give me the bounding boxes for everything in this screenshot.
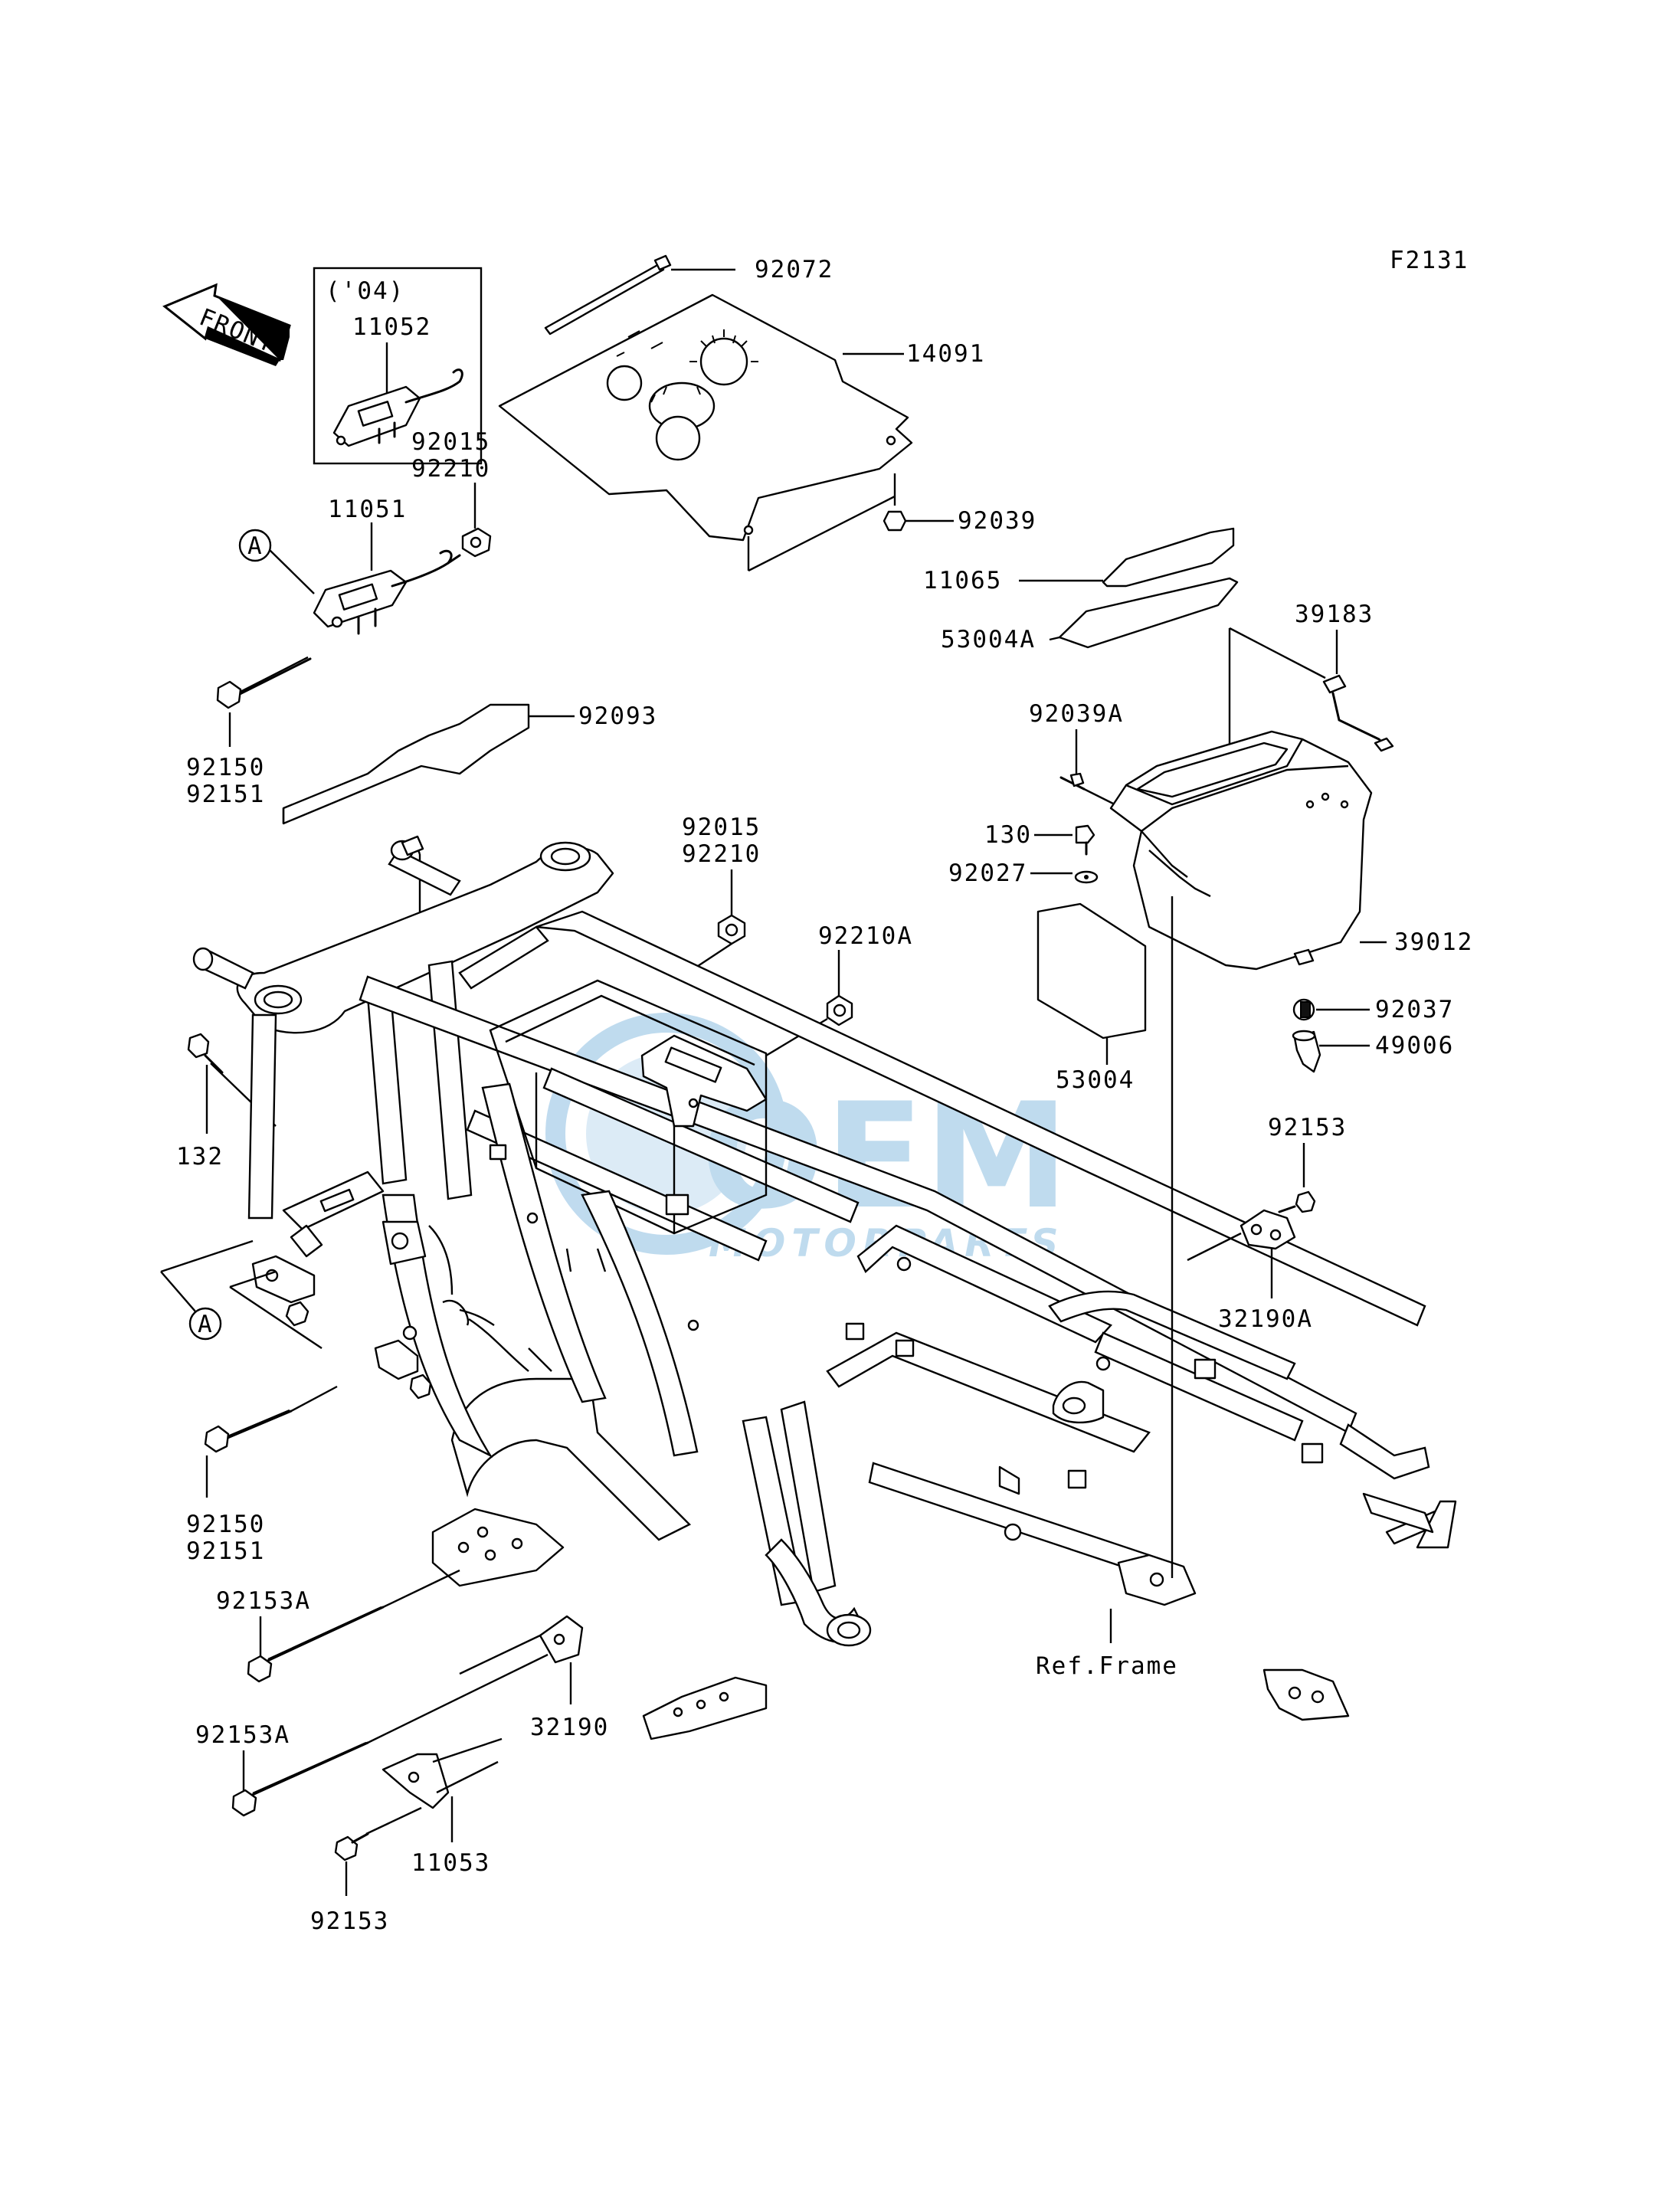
- ref-frame-pointer: Ref.Frame: [1036, 896, 1178, 1680]
- cap-49006: 49006: [1292, 1030, 1454, 1073]
- inset-year: ('04): [326, 277, 404, 305]
- bracket-32190: 32190: [459, 1615, 609, 1741]
- label-49006: 49006: [1375, 1032, 1454, 1059]
- bolt-92153-upper: 92153: [1268, 1114, 1347, 1213]
- bolt-92153-lower: 92153: [310, 1806, 422, 1935]
- label-92151-b: 92151: [186, 1537, 265, 1565]
- bolt-92039: 92039: [747, 473, 1036, 572]
- label-92037: 92037: [1375, 996, 1454, 1023]
- label-130: 130: [984, 821, 1032, 849]
- label-92093: 92093: [578, 702, 657, 730]
- cover-plate-14091: 14091: [498, 293, 985, 542]
- washer-92027: 92027: [948, 859, 1099, 887]
- label-39012: 39012: [1394, 928, 1473, 956]
- label-92072: 92072: [755, 256, 833, 283]
- label-92210-a: 92210: [411, 455, 490, 483]
- bracket-11053: 11053: [382, 1737, 503, 1877]
- toolbox-39012: 39012: [1109, 730, 1473, 971]
- clip-39183: 39183: [1228, 601, 1394, 858]
- label-92150-b: 92150: [186, 1511, 265, 1538]
- label-32190: 32190: [530, 1714, 609, 1741]
- label-92039: 92039: [958, 507, 1036, 535]
- cable-tie-92072: 92072: [544, 254, 833, 336]
- nut-92015-top: 92015 92210: [411, 428, 492, 558]
- seal-53004A: 53004A: [941, 577, 1239, 653]
- figure-id: F2131: [1390, 247, 1469, 274]
- label-92210-b: 92210: [682, 840, 761, 868]
- bracket-11052-part: [332, 368, 463, 447]
- inset-2004: ('04) 11052: [313, 267, 483, 465]
- callout-a-lower: A: [160, 1239, 323, 1349]
- label-14091: 14091: [906, 340, 985, 368]
- bolt-130: 130: [984, 821, 1095, 856]
- bracket-11051: 11051 A: [238, 496, 461, 635]
- clamp-92037: 92037: [1292, 996, 1454, 1023]
- pad-92093: 92093: [282, 702, 657, 942]
- nut-92210A: 92210A: [765, 922, 913, 1057]
- label-11053: 11053: [411, 1849, 490, 1877]
- label-132: 132: [176, 1143, 224, 1171]
- label-plate-53004: 53004: [1036, 902, 1147, 1094]
- label-92150-a: 92150: [186, 754, 265, 781]
- label-53004A: 53004A: [941, 626, 1036, 653]
- seat-pad-11065: 11065: [923, 527, 1235, 594]
- label-92153-b: 92153: [310, 1907, 389, 1935]
- bolt-92153A-upper: 92153A: [216, 1569, 460, 1683]
- bracket-32190A: 32190A: [1187, 1209, 1313, 1333]
- bolt-92039A: 92039A: [1029, 700, 1124, 806]
- bolt-92150-lower: 92150 92151: [186, 1385, 338, 1565]
- label-92153A-a: 92153A: [216, 1587, 311, 1615]
- label-53004: 53004: [1056, 1066, 1135, 1094]
- bolt-92150-top: 92150 92151: [186, 656, 312, 808]
- label-92027: 92027: [948, 859, 1027, 887]
- label-92015-a: 92015: [411, 428, 490, 456]
- label-92153-a: 92153: [1268, 1114, 1347, 1141]
- nut-92015-middle: 92015 92210: [682, 814, 761, 971]
- callout-a-lower-label: A: [198, 1311, 214, 1338]
- label-39183: 39183: [1295, 601, 1374, 628]
- front-arrow-icon: FRONT: [162, 283, 291, 366]
- label-92153A-b: 92153A: [195, 1721, 290, 1749]
- label-92151-a: 92151: [186, 781, 265, 808]
- label-11065: 11065: [923, 567, 1002, 594]
- label-32190A: 32190A: [1218, 1305, 1313, 1333]
- label-11052: 11052: [352, 313, 431, 341]
- callout-a-top-label: A: [247, 532, 264, 560]
- label-92210A: 92210A: [818, 922, 913, 950]
- label-92015-b: 92015: [682, 814, 761, 841]
- label-11051: 11051: [328, 496, 407, 523]
- callout-a-top: [238, 529, 272, 562]
- bolt-92153A-lower: 92153A: [195, 1653, 549, 1817]
- label-92039A: 92039A: [1029, 700, 1124, 728]
- ref-frame-label: Ref.Frame: [1036, 1652, 1178, 1680]
- main-frame: [192, 835, 1457, 1740]
